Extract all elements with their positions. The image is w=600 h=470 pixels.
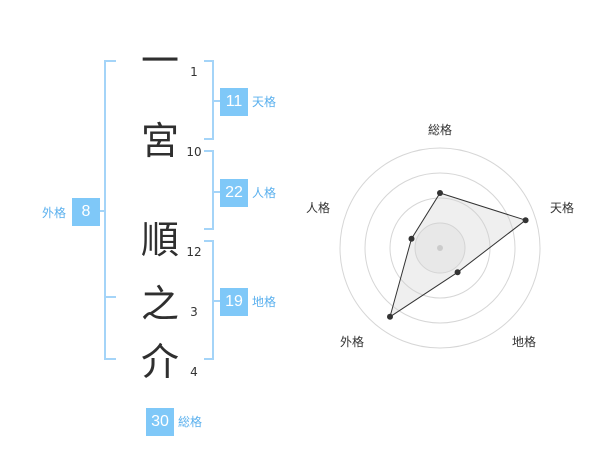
- jinkaku-tick: [214, 191, 220, 193]
- chikaku-bracket: [204, 240, 214, 360]
- chikaku-tick: [214, 300, 220, 302]
- chikaku-label: 地格: [252, 295, 277, 309]
- radar-point-2: [522, 217, 529, 224]
- gaikaku-bracket: [104, 60, 116, 360]
- radar-axis-label-gaikaku: 外格: [340, 334, 364, 349]
- name-character-1: 一: [140, 39, 179, 83]
- tenkaku-label: 天格: [252, 95, 277, 109]
- stroke-count-3: 12: [186, 245, 202, 259]
- radar-point-1: [437, 190, 443, 196]
- gaikaku-label: 外格: [42, 206, 67, 220]
- name-character-2: 宮: [140, 119, 179, 163]
- radar-ring-3: [364, 172, 516, 324]
- radar-ring-4: [339, 147, 541, 349]
- tenkaku-bracket: [204, 60, 214, 140]
- radar-axis-label-jinkaku: 人格: [306, 200, 330, 215]
- radar-axis-label-tenkaku: 天格: [550, 200, 574, 215]
- jinkaku-label: 人格: [252, 186, 277, 200]
- stroke-count-1: 1: [190, 65, 198, 79]
- soukaku-value-badge: 30: [146, 408, 174, 436]
- stroke-count-5: 4: [190, 365, 198, 379]
- gaikaku-value-badge: 8: [72, 198, 100, 226]
- tenkaku-value-badge: 11: [220, 88, 248, 116]
- tenkaku-tick: [214, 100, 220, 102]
- radar-center-dot: [437, 245, 443, 251]
- radar-axis-label-soukaku: 総格: [428, 122, 452, 137]
- radar-point-4: [387, 313, 393, 320]
- name-character-5: 介: [140, 340, 179, 384]
- radar-point-3: [454, 269, 461, 276]
- radar-polygon: [389, 192, 527, 318]
- radar-point-5: [408, 235, 415, 242]
- radar-axis-label-chikaku: 地格: [512, 334, 536, 349]
- soukaku-label: 総格: [178, 415, 203, 429]
- name-character-4: 之: [140, 282, 179, 326]
- chikaku-value-badge: 19: [220, 288, 248, 316]
- gaikaku-bracket-split: [104, 296, 116, 298]
- jinkaku-value-badge: 22: [220, 179, 248, 207]
- name-character-3: 順: [140, 218, 179, 262]
- stroke-count-2: 10: [186, 145, 202, 159]
- stroke-count-4: 3: [190, 305, 198, 319]
- jinkaku-bracket: [204, 150, 214, 230]
